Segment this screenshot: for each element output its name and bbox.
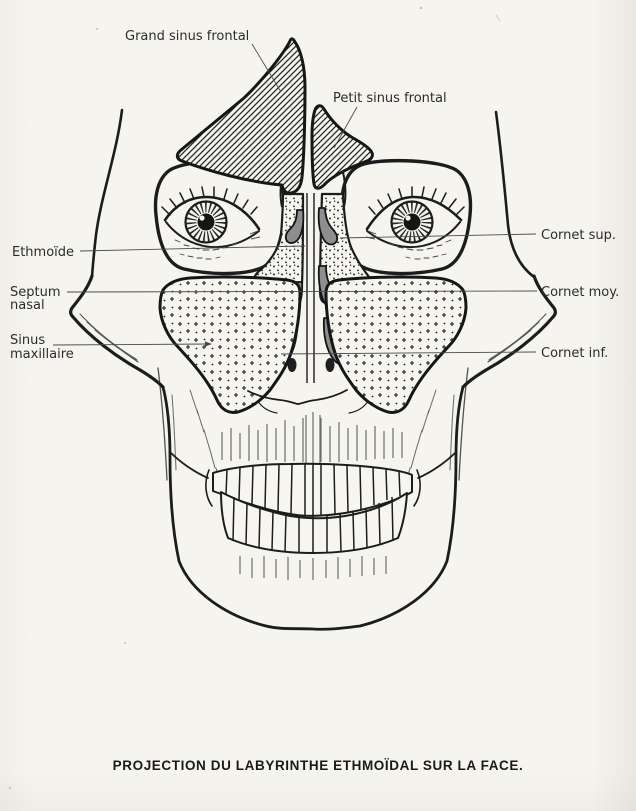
right-upper-eyelid xyxy=(365,195,463,231)
right-zygoma-shading xyxy=(487,313,547,363)
right-pupil xyxy=(403,213,421,231)
left-lower-eyelid xyxy=(165,221,260,249)
cornet-sup-left xyxy=(284,209,305,244)
leader-ethmoide xyxy=(79,245,306,252)
maxillary-sinus-left xyxy=(158,275,302,414)
nasal-base-curve xyxy=(247,389,348,405)
leader-lines xyxy=(52,43,538,355)
leader-sinus-maxillaire xyxy=(52,343,208,346)
maxillary-sinus-right xyxy=(324,275,468,414)
figure-labels: Grand sinus frontal Petit sinus frontal … xyxy=(10,29,619,362)
mandible xyxy=(157,367,469,631)
label-septum-nasal-line2: nasal xyxy=(10,298,45,313)
right-iris-spokes xyxy=(391,201,433,243)
left-zygoma-shading xyxy=(79,313,139,363)
label-ethmoide: Ethmoïde xyxy=(12,245,74,260)
nose-base xyxy=(247,389,369,414)
left-pupil xyxy=(197,213,215,231)
upper-teeth-separators xyxy=(225,463,401,517)
right-mouth-corner xyxy=(413,469,421,507)
left-eyelashes xyxy=(161,186,258,216)
label-petit-sinus-frontal: Petit sinus frontal xyxy=(333,91,447,106)
right-ramus-line-2 xyxy=(449,394,455,471)
label-cornet-moy: Cornet moy. xyxy=(541,285,619,300)
right-ramus-line xyxy=(458,367,469,481)
right-nostril-shadow xyxy=(325,358,335,372)
left-nostril-shadow xyxy=(287,358,297,372)
right-temporal-line xyxy=(494,110,536,279)
left-zygomatic-arch xyxy=(69,274,165,389)
teeth xyxy=(212,462,413,554)
left-ramus-line xyxy=(157,367,168,481)
right-eyelashes xyxy=(368,186,465,216)
left-pupil-highlight xyxy=(199,215,205,221)
figure-caption: PROJECTION DU LABYRINTHE ETHMOÏDAL SUR L… xyxy=(113,758,524,773)
right-pupil-highlight xyxy=(405,215,411,221)
label-sinus-maxillaire-line2: maxillaire xyxy=(10,347,74,362)
right-zygomatic-arch xyxy=(461,274,557,389)
leader-petit-sinus xyxy=(333,106,358,149)
scan-specks xyxy=(9,6,501,789)
left-canthus-shading xyxy=(249,230,261,240)
maxillary-sinuses xyxy=(158,275,468,414)
right-jaw-shading xyxy=(405,389,437,485)
left-philtrum-curve xyxy=(257,400,278,414)
right-maxilla-arch xyxy=(417,451,457,479)
right-eye xyxy=(365,186,465,260)
frontal-sinuses xyxy=(175,37,374,195)
label-cornet-inf: Cornet inf. xyxy=(541,346,608,361)
leader-grand-sinus xyxy=(251,43,282,93)
temporal-lines xyxy=(90,108,536,279)
left-upper-eyelid xyxy=(163,195,261,231)
left-iris-spokes xyxy=(185,201,227,243)
leader-cornet-sup xyxy=(339,233,537,239)
nasal-septum xyxy=(306,193,315,383)
upper-root-hatching xyxy=(221,412,403,466)
left-maxilla-arch xyxy=(169,451,209,479)
label-grand-sinus-frontal: Grand sinus frontal xyxy=(125,29,249,44)
left-mouth-corner xyxy=(205,469,213,507)
left-eye xyxy=(161,186,261,260)
grand-frontal-sinus-shape xyxy=(175,37,307,195)
jaw-chin-outline xyxy=(161,385,465,631)
left-jaw-shading xyxy=(189,389,221,485)
cornet-sup-right xyxy=(317,207,339,246)
leader-sinus-maxillaire-arrow xyxy=(205,341,212,347)
label-sinus-maxillaire-line1: Sinus xyxy=(10,333,45,348)
right-iris-ring xyxy=(390,200,434,244)
leader-cornet-inf xyxy=(280,351,537,355)
left-ramus-line-2 xyxy=(171,394,177,471)
lower-teeth-row xyxy=(220,491,408,554)
label-septum-nasal-line1: Septum xyxy=(10,285,61,300)
right-under-eye-marks xyxy=(388,239,452,260)
petit-frontal-sinus-shape xyxy=(310,104,374,190)
left-iris-ring xyxy=(184,200,228,244)
lower-root-hatching xyxy=(239,556,387,580)
left-temporal-line xyxy=(90,108,124,278)
cheek-outlines xyxy=(69,274,557,389)
leader-septum-cornet-moy xyxy=(66,290,538,293)
right-philtrum-curve xyxy=(348,400,369,414)
lower-teeth-separators xyxy=(232,496,394,553)
label-cornet-sup: Cornet sup. xyxy=(541,228,616,243)
